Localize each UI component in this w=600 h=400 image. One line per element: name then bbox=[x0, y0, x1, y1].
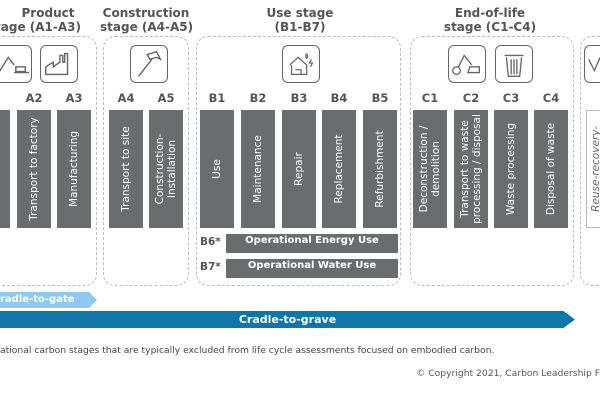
module-code: A2 bbox=[25, 91, 43, 105]
title-line: End-of-life bbox=[454, 6, 526, 20]
module-code: C1 bbox=[421, 91, 439, 105]
operational-energy-use-bar: Operational Energy Use bbox=[226, 234, 398, 253]
house-utilities-icon bbox=[282, 45, 320, 83]
title-line: Construction bbox=[102, 6, 190, 20]
module-bar: Transport to factory bbox=[17, 110, 51, 228]
demolition-machine-icon bbox=[448, 45, 486, 83]
module-bar: Disposal of waste bbox=[534, 110, 568, 228]
title-line: (B1-B7) bbox=[274, 20, 326, 34]
module-label: Reuse-recovery- bbox=[590, 126, 600, 212]
cradle-to-gate-arrow: radle-to-gate bbox=[0, 292, 97, 308]
title-line: stage (C1-C4) bbox=[443, 20, 537, 34]
module-code: B2 bbox=[249, 91, 267, 105]
module-bar: Transport to site bbox=[109, 110, 143, 228]
module-bar: Refurbishment bbox=[363, 110, 397, 228]
module-label: Disposal of waste bbox=[545, 122, 557, 216]
module-bar: Construction- Installation bbox=[149, 110, 183, 228]
module-label: Use bbox=[211, 159, 223, 179]
construction-stage-title: Construction stage (A4-A5) bbox=[100, 6, 194, 34]
hammer-icon bbox=[130, 45, 168, 83]
use-stage-title: Use stage (B1-B7) bbox=[250, 6, 350, 34]
title-line: Product bbox=[21, 6, 75, 20]
module-label: Manufacturing bbox=[68, 130, 80, 208]
module-code: B4 bbox=[330, 91, 348, 105]
construction-stage-box bbox=[103, 36, 189, 286]
cradle-to-grave-label: Cradle-to-grave bbox=[238, 313, 337, 326]
end-of-life-stage-box bbox=[410, 36, 574, 286]
module-label: Maintenance bbox=[252, 135, 264, 203]
end-of-life-stage-title: End-of-life stage (C1-C4) bbox=[440, 6, 540, 34]
module-bar: Use bbox=[200, 110, 234, 228]
title-line: Use stage bbox=[266, 6, 334, 20]
module-code: A3 bbox=[65, 91, 83, 105]
beyond-stage-box bbox=[580, 36, 600, 286]
module-label: Transport to waste processing / disposal bbox=[459, 114, 483, 224]
module-bar: Repair bbox=[282, 110, 316, 228]
module-bar: Transport to waste processing / disposal bbox=[454, 110, 488, 228]
cradle-to-grave-arrow: Cradle-to-grave bbox=[0, 311, 575, 328]
operational-water-use-bar: Operational Water Use bbox=[226, 259, 398, 278]
module-label: Transport to site bbox=[120, 126, 132, 212]
product-stage-box bbox=[0, 36, 97, 286]
module-code: A4 bbox=[117, 91, 135, 105]
factory-icon bbox=[40, 45, 78, 83]
module-bar: Maintenance bbox=[241, 110, 275, 228]
module-label: Repair bbox=[293, 152, 305, 186]
module-code: C2 bbox=[462, 91, 480, 105]
excavator-icon bbox=[0, 45, 32, 83]
module-code: C4 bbox=[542, 91, 560, 105]
module-label: Transport to factory bbox=[28, 117, 40, 221]
module-bar: Replacement bbox=[322, 110, 356, 228]
module-label: Deconstruction / demolition bbox=[418, 125, 442, 213]
module-bar: Waste processing bbox=[494, 110, 528, 228]
module-label: Construction- Installation bbox=[154, 133, 178, 205]
module-bar: Reuse-recovery- bbox=[586, 110, 600, 228]
module-code: B3 bbox=[290, 91, 308, 105]
cradle-to-gate-label: radle-to-gate bbox=[0, 294, 75, 305]
title-line: stage (A4-A5) bbox=[100, 20, 194, 34]
module-label: Replacement bbox=[333, 134, 345, 204]
product-stage-title: Product tage (A1-A3) bbox=[0, 6, 86, 34]
module-label: Waste processing bbox=[505, 122, 517, 216]
b6-code: B6* bbox=[200, 236, 221, 248]
use-stage-box bbox=[196, 36, 401, 286]
module-bar-a1 bbox=[0, 110, 10, 228]
module-code: C3 bbox=[502, 91, 520, 105]
module-bar: Deconstruction / demolition bbox=[413, 110, 447, 228]
footnote: ational carbon stages that are typically… bbox=[0, 345, 495, 356]
b7-code: B7* bbox=[200, 261, 221, 273]
module-label: Refurbishment bbox=[374, 130, 386, 208]
module-code: A5 bbox=[157, 91, 175, 105]
trash-bin-icon bbox=[495, 45, 533, 83]
module-code: B5 bbox=[371, 91, 389, 105]
title-line: tage (A1-A3) bbox=[0, 20, 81, 34]
module-code: B1 bbox=[208, 91, 226, 105]
copyright: © Copyright 2021, Carbon Leadership F bbox=[416, 368, 600, 379]
module-bar: Manufacturing bbox=[57, 110, 91, 228]
recycle-icon bbox=[584, 45, 600, 83]
